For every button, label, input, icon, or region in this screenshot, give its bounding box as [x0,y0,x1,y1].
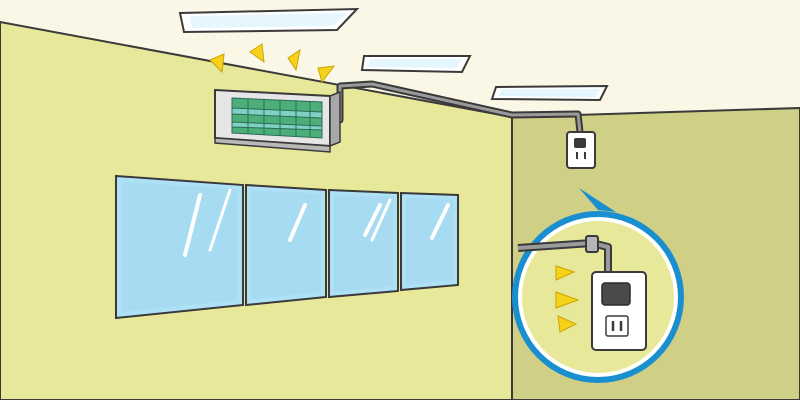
window [328,188,399,299]
insect-trap-lamp-icon [214,88,341,153]
window [400,191,459,292]
power-plug-icon [601,282,631,306]
ceiling-light-icon [490,84,609,102]
wall-outlet-icon [566,131,596,169]
ceiling-light-icon [360,55,472,74]
ceiling-light-icon [178,7,360,34]
wall-outlet-icon [591,271,647,351]
window [245,183,327,307]
glow-ray-icon [555,265,580,333]
glow-ray-icon [209,43,336,84]
zoom-callout-icon [512,188,684,383]
window [115,174,244,320]
